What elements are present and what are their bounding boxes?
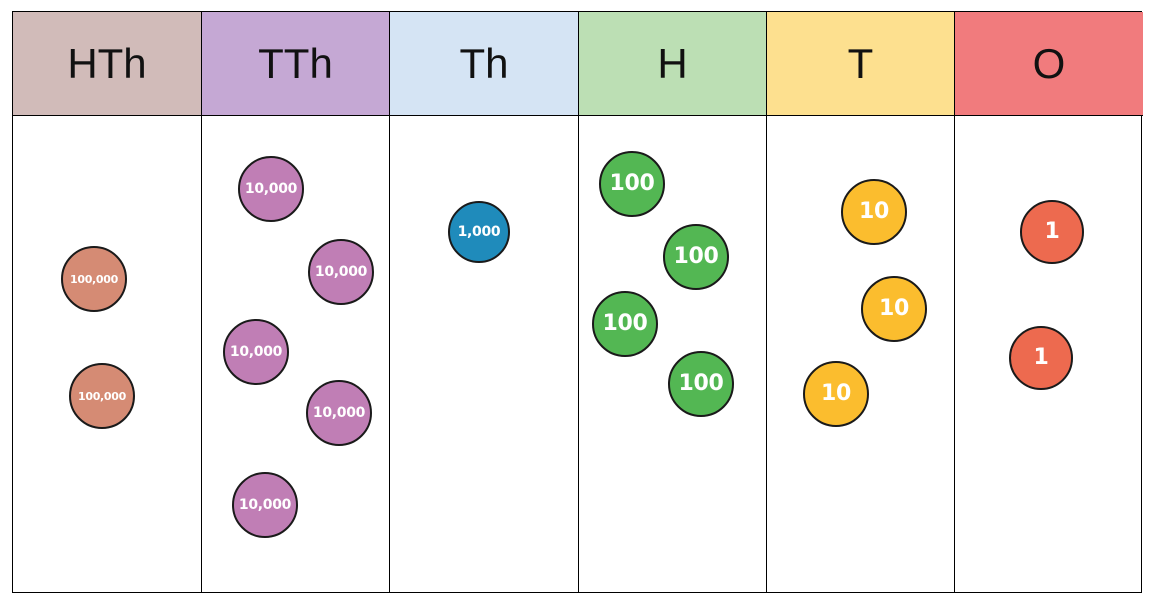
counter-hth[interactable]: 100,000 <box>69 363 135 429</box>
column-body-th: 1,000 <box>390 116 578 592</box>
counter-h[interactable]: 100 <box>592 291 658 357</box>
counter-th[interactable]: 1,000 <box>448 201 510 263</box>
counter-h[interactable]: 100 <box>599 151 665 217</box>
counter-o[interactable]: 1 <box>1009 326 1073 390</box>
column-t: T 10 10 10 <box>766 12 954 592</box>
counter-tth[interactable]: 10,000 <box>232 472 298 538</box>
column-header-t: T <box>767 12 954 116</box>
counter-tth[interactable]: 10,000 <box>308 239 374 305</box>
counter-t[interactable]: 10 <box>841 179 907 245</box>
column-header-tth: TTh <box>202 12 389 116</box>
counter-t[interactable]: 10 <box>861 276 927 342</box>
counter-tth[interactable]: 10,000 <box>223 319 289 385</box>
counter-h[interactable]: 100 <box>663 224 729 290</box>
column-th: Th 1,000 <box>389 12 578 592</box>
column-header-o: O <box>955 12 1143 116</box>
column-hth: HTh 100,000 100,000 <box>13 12 201 592</box>
counter-hth[interactable]: 100,000 <box>61 246 127 312</box>
counter-o[interactable]: 1 <box>1020 200 1084 264</box>
column-body-t: 10 10 10 <box>767 116 954 592</box>
counter-t[interactable]: 10 <box>803 361 869 427</box>
column-header-th: Th <box>390 12 578 116</box>
counter-tth[interactable]: 10,000 <box>238 156 304 222</box>
counter-tth[interactable]: 10,000 <box>306 380 372 446</box>
counter-h[interactable]: 100 <box>668 351 734 417</box>
column-header-hth: HTh <box>13 12 201 116</box>
column-header-h: H <box>579 12 766 116</box>
column-body-hth: 100,000 100,000 <box>13 116 201 592</box>
